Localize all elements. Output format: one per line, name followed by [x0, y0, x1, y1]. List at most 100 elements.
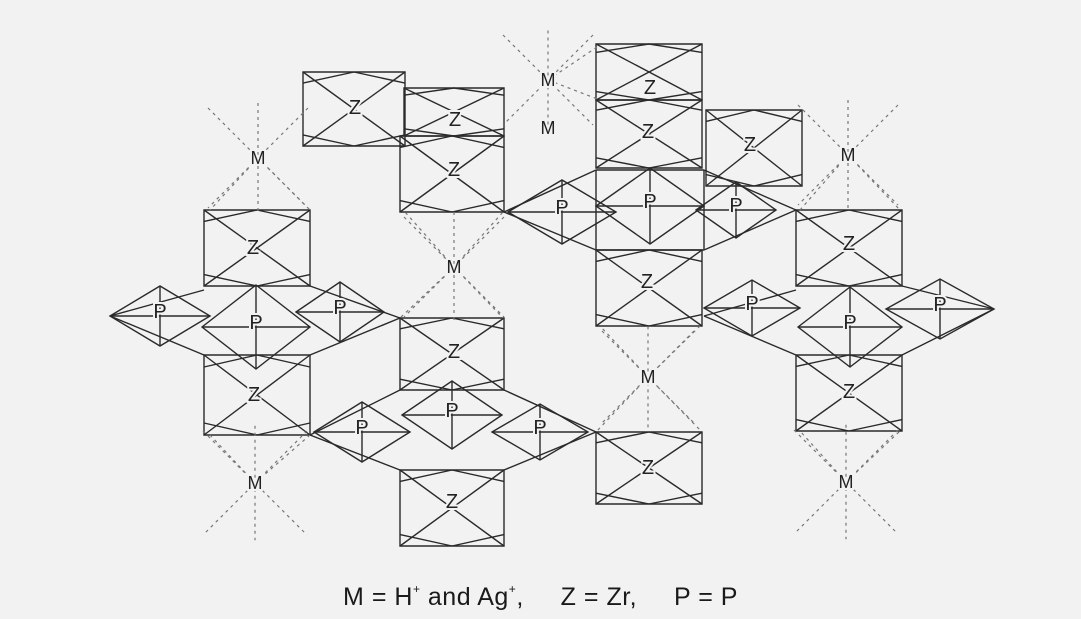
m-label-lower-mid: M [641, 367, 656, 387]
bond-line [599, 325, 649, 378]
octahedron-edge [795, 354, 850, 368]
octahedron-edge [595, 99, 703, 169]
octahedron-edge [848, 354, 903, 368]
legend-ag: Ag [477, 583, 509, 611]
bond-line [703, 169, 797, 211]
octahedron-edge [453, 128, 505, 137]
octahedron-edge [451, 378, 505, 391]
p-label: P [249, 312, 262, 334]
octahedron-edge [795, 209, 903, 287]
bond-line [703, 289, 797, 317]
bond-line [109, 289, 205, 317]
octahedron-edge [848, 418, 903, 432]
octahedron-edge [453, 87, 505, 96]
bond-line [647, 325, 701, 378]
octahedron-edge [451, 469, 505, 483]
octahedron-edge [595, 157, 650, 169]
bond-line [503, 211, 597, 251]
octahedron-edge [705, 109, 755, 123]
bond-line [209, 157, 259, 211]
octahedron-edge [256, 209, 311, 223]
legend-sup-h: + [412, 582, 421, 596]
p-label: P [729, 195, 742, 217]
octahedron-edge [753, 109, 803, 123]
octahedron-edge [595, 492, 650, 505]
octahedron-edge [705, 173, 755, 187]
octahedron-edge [399, 199, 453, 213]
bond-line [257, 157, 311, 211]
m-label-middle: M [447, 257, 462, 277]
octahedron-edge [399, 469, 505, 547]
octahedron-edge [595, 43, 703, 101]
p-label: P [843, 312, 856, 334]
octahedron-edge [399, 317, 453, 330]
octahedron-edge [203, 422, 258, 436]
m-site-bonds [202, 30, 901, 541]
octahedron-edge [795, 418, 850, 432]
octahedron-edge [795, 209, 850, 223]
bond-line [309, 434, 401, 471]
bond-line [404, 211, 455, 268]
zr-label: Z [247, 237, 259, 259]
octahedron-edge [648, 157, 703, 169]
m-label-top-mid: M [541, 70, 556, 90]
p-label: P [355, 417, 368, 439]
bond-line [309, 285, 401, 319]
octahedron-edge [595, 431, 703, 505]
octahedron-edge [595, 431, 650, 444]
m-label-bottom-left: M [248, 473, 263, 493]
octahedron-edge [451, 199, 505, 213]
bond-network [108, 43, 996, 547]
bond-line [901, 285, 995, 310]
octahedron-edge [595, 249, 703, 327]
bond-line [453, 211, 504, 268]
zr-label: Z [843, 381, 855, 403]
legend-and: and [427, 583, 472, 611]
legend-eq-p: = P [698, 583, 738, 611]
octahedron-edge [451, 533, 505, 547]
p-label: P [555, 197, 568, 219]
octahedron-edge [399, 469, 453, 483]
octahedron-edge [795, 273, 850, 287]
p-label: P [153, 301, 166, 323]
octahedron-edge [595, 249, 650, 263]
octahedron-edge [648, 99, 703, 111]
bond-line [595, 376, 649, 433]
octahedron-edge [256, 273, 311, 287]
octahedron-edge [403, 87, 455, 96]
octahedron-edge [302, 71, 355, 84]
octahedron-edge [595, 99, 650, 111]
octahedron-edge [403, 87, 505, 137]
m-label-top-right: M [841, 145, 856, 165]
octahedron-edge [648, 43, 703, 54]
bond-line [453, 266, 504, 319]
octahedron-edge [203, 354, 258, 368]
bond-line [254, 434, 311, 484]
octahedron-edge [648, 431, 703, 444]
bond-line [309, 389, 401, 436]
bond-line [503, 169, 597, 213]
bond-line [309, 317, 401, 356]
zr-label: Z [641, 271, 653, 293]
octahedron-edge [203, 354, 311, 436]
p-label: P [745, 293, 758, 315]
legend-p-symbol: P [674, 583, 691, 611]
octahedron-edge [403, 128, 455, 137]
octahedron-edge [302, 71, 406, 147]
zr-label: Z [449, 109, 461, 131]
p-label: P [445, 400, 458, 422]
zr-label: Z [644, 77, 656, 99]
legend-sup-ag: + [508, 582, 517, 596]
octahedron-edge [203, 273, 258, 287]
m-label-top-mid-2: M [541, 118, 556, 138]
bond-line [799, 430, 847, 483]
octahedron-edge [203, 209, 258, 223]
octahedron-edge [595, 90, 650, 101]
octahedron-edge [595, 313, 650, 327]
bond-line [109, 315, 205, 356]
bond-line [647, 376, 703, 433]
octahedron-edge [353, 71, 406, 84]
octahedron-edge [648, 90, 703, 101]
